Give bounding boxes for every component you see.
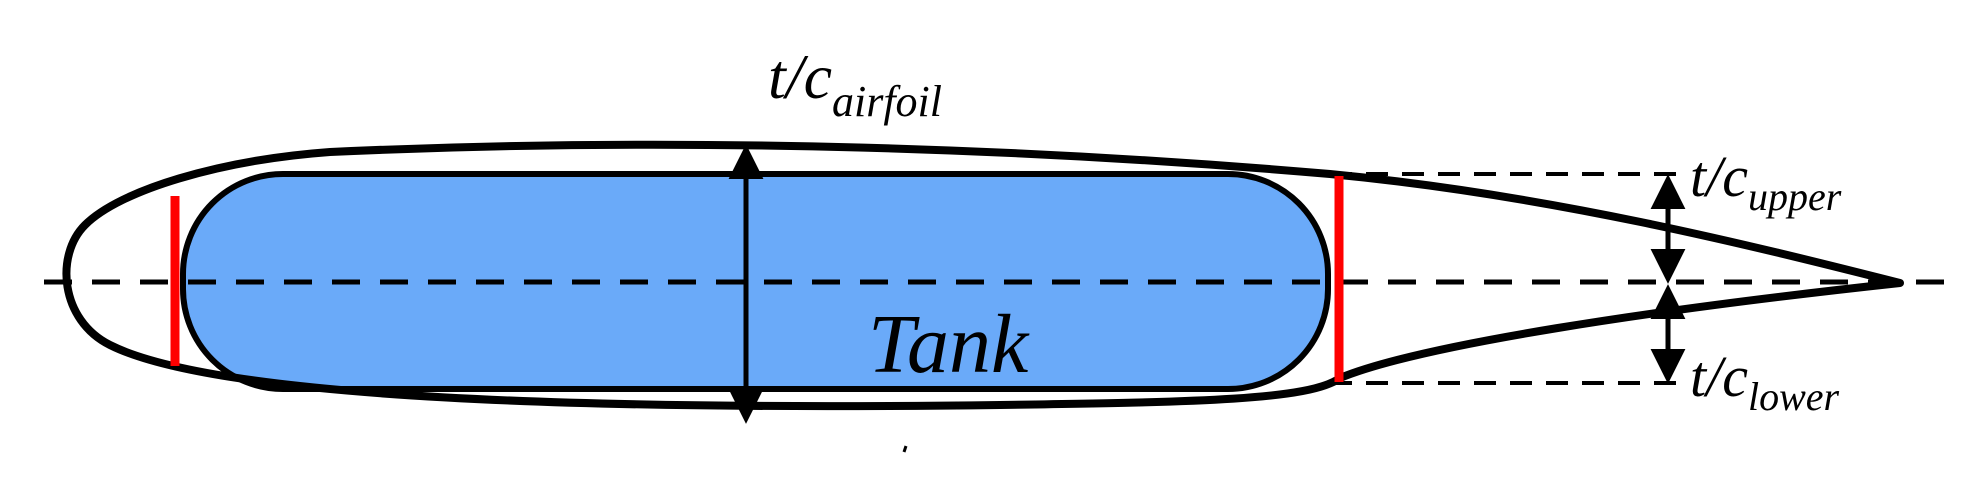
lower-thickness-label-sub: lower	[1748, 374, 1840, 419]
upper-thickness-label-sub: upper	[1748, 174, 1842, 219]
tank-label: Tank	[868, 298, 1030, 391]
lower-thickness-label-main: t/c	[1690, 344, 1748, 409]
airfoil-thickness-label-main: t/c	[768, 41, 832, 112]
upper-thickness-label: t/cupper	[1690, 144, 1842, 219]
upper-thickness-label-main: t/c	[1690, 144, 1748, 209]
lower-thickness-label: t/clower	[1690, 344, 1840, 419]
lower-tick-mark	[902, 445, 908, 453]
airfoil-thickness-label-sub: airfoil	[832, 77, 942, 126]
airfoil-outline	[62, 140, 1904, 411]
airfoil-thickness-label: t/cairfoil	[768, 41, 942, 126]
